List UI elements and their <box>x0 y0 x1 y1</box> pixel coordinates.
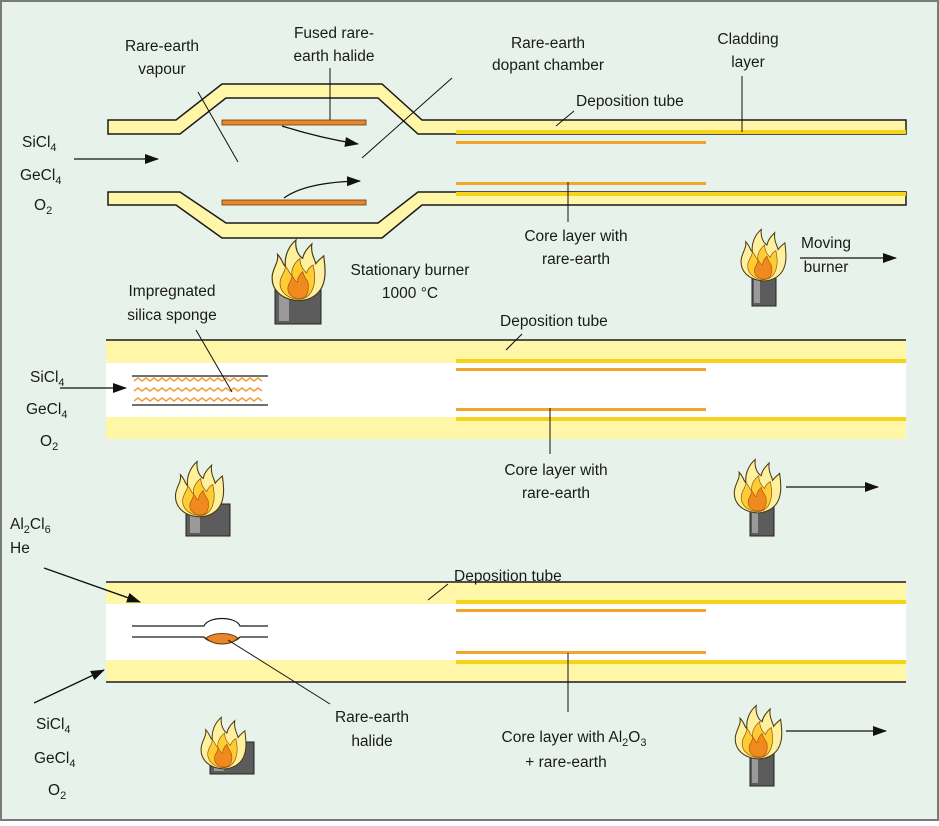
vapour-arrow-bottom <box>283 176 361 199</box>
leader-sponge <box>195 329 233 393</box>
label-gas-o2: O2 <box>34 197 52 217</box>
label-gas-gecl4-2: GeCl4 <box>26 401 67 421</box>
label-al2cl6: Al2Cl6 <box>10 516 51 536</box>
label-gas-gecl4-3: GeCl4 <box>34 750 75 770</box>
cladding-stripe-2-bottom <box>456 417 906 421</box>
vapour-arrow-top <box>281 125 359 147</box>
label-he: He <box>10 540 30 557</box>
core-layer-2-bottom <box>456 408 706 411</box>
sicl4-inlet-arrow <box>33 669 105 704</box>
silica-sponge <box>132 375 268 406</box>
stationary-burner-icon-2 <box>174 460 231 537</box>
leader-deposition-tube-2 <box>505 333 523 351</box>
tube-lower-wall-3 <box>106 660 906 682</box>
core-layer-top <box>456 141 706 144</box>
halide-bar-top <box>221 119 367 126</box>
core-layer-2-top <box>456 368 706 371</box>
halide-bar-bottom <box>221 199 367 206</box>
leader-vapour <box>197 91 239 163</box>
core-layer-3-top <box>456 609 706 612</box>
tube-upper-wall-3 <box>106 582 906 604</box>
label-deposition-tube-1: Deposition tube <box>576 93 684 110</box>
label-gas-o2-3: O2 <box>48 782 66 802</box>
core-layer-3-bottom <box>456 651 706 654</box>
cladding-stripe-top <box>456 130 906 134</box>
leader-deposition-tube-3 <box>427 583 449 601</box>
leader-deposition-tube <box>555 110 575 127</box>
label-gas-sicl4-3: SiCl4 <box>36 716 71 736</box>
label-deposition-tube-2: Deposition tube <box>500 313 608 330</box>
core-layer-bottom <box>456 182 706 185</box>
label-gas-gecl4: GeCl4 <box>20 167 61 187</box>
cladding-stripe-3-bottom <box>456 660 906 664</box>
leader-halide <box>227 639 331 705</box>
stationary-burner-icon-3 <box>200 716 255 775</box>
label-gas-sicl4: SiCl4 <box>22 134 57 154</box>
tube-upper-wall-2 <box>106 340 906 363</box>
stationary-burner-icon <box>271 239 326 325</box>
leader-dopant-chamber <box>361 77 453 159</box>
label-fused-halide: Fused rare-earth halide <box>293 25 374 65</box>
label-core-layer-3: Core layer with Al2O3+ rare-earth <box>502 729 647 771</box>
lower-tube-wall <box>107 191 907 239</box>
moving-burner-icon-3 <box>734 704 783 787</box>
moving-burner-icon-2 <box>733 458 782 537</box>
tube-lower-wall-2 <box>106 417 906 439</box>
cladding-stripe-3-top <box>456 600 906 604</box>
moving-burner-icon-1 <box>740 228 787 307</box>
label-gas-o2-2: O2 <box>40 433 58 453</box>
al2cl6-inlet-arrow <box>43 567 141 603</box>
cladding-stripe-2-top <box>456 359 906 363</box>
label-gas-sicl4-2: SiCl4 <box>30 369 65 389</box>
cladding-stripe-bottom <box>456 192 906 196</box>
label-deposition-tube-3: Deposition tube <box>454 568 562 585</box>
